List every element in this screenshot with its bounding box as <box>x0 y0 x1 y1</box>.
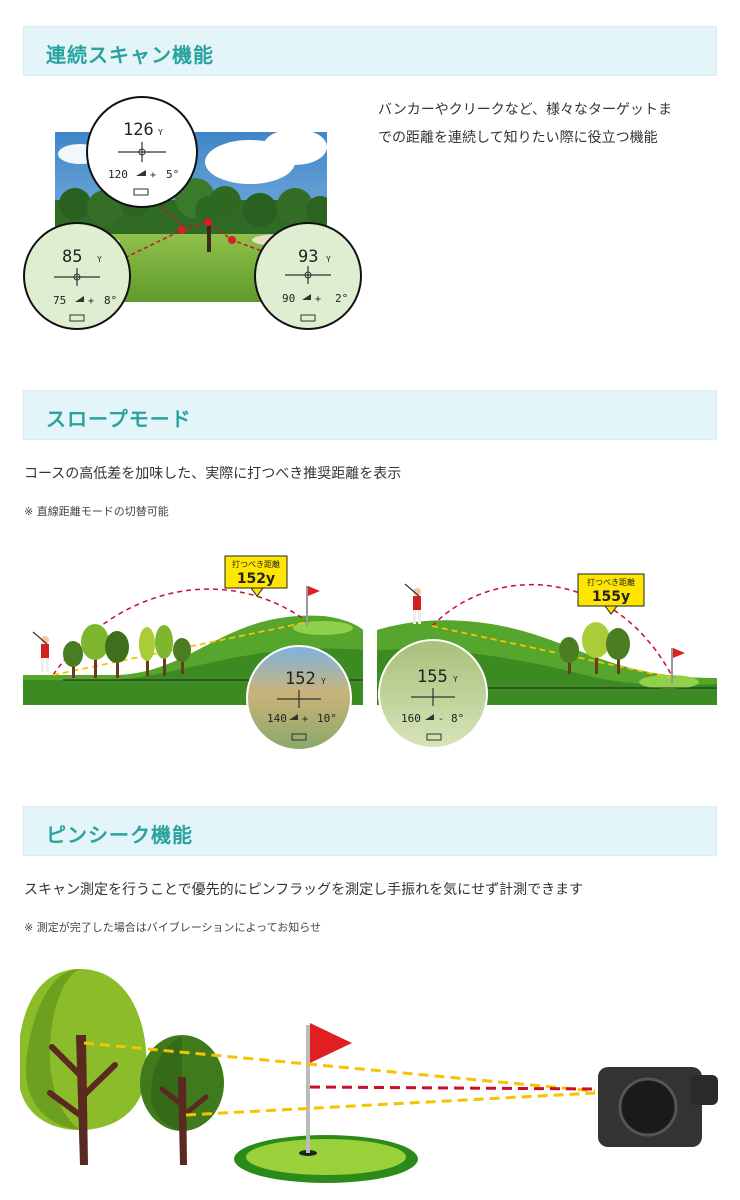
rangefinder-device-icon <box>598 1067 718 1147</box>
svg-text:160: 160 <box>401 712 421 725</box>
svg-text:Y: Y <box>158 128 163 137</box>
big-tree <box>20 969 147 1165</box>
flag-left <box>306 586 320 626</box>
svg-text:120: 120 <box>108 168 128 181</box>
svg-text:Y: Y <box>326 255 331 264</box>
svg-text:Y: Y <box>97 255 102 264</box>
section-header-scan: 連続スキャン機能 <box>23 26 717 76</box>
pinseek-description: スキャン測定を行うことで優先的にピンフラッグを測定し手振れを気にせず計測できます <box>24 882 584 898</box>
svg-text:+: + <box>315 294 321 305</box>
svg-text:90: 90 <box>282 292 295 305</box>
section-header-pinseek: ピンシーク機能 <box>23 806 717 856</box>
flag-right <box>671 648 685 684</box>
svg-text:8°: 8° <box>451 712 464 725</box>
callout-right: 打つべき距離 155y <box>577 573 645 615</box>
svg-text:155: 155 <box>417 667 448 687</box>
svg-text:+: + <box>150 170 156 181</box>
scope-slope-left: 152 Y 140 + 10° <box>246 645 352 751</box>
slope-description: コースの高低差を加味した、実際に打つべき推奨距離を表示 <box>24 466 402 482</box>
svg-text:-: - <box>438 714 444 725</box>
scan-illustration: 126 Y 120 + 5° 85 Y 75 + 8° 93 Y 90 + 2° <box>23 96 362 330</box>
pinseek-illustration <box>20 969 718 1183</box>
callout-left: 打つべき距離 152y <box>224 555 288 597</box>
svg-text:+: + <box>302 714 308 725</box>
golfer-right <box>404 583 421 624</box>
svg-text:75: 75 <box>53 294 66 307</box>
svg-text:152y: 152y <box>237 571 275 587</box>
green <box>234 1135 418 1183</box>
svg-text:126: 126 <box>123 120 154 140</box>
svg-text:打つべき距離: 打つべき距離 <box>587 577 635 587</box>
slope-downhill-illustration: 打つべき距離 155y 155 Y 160 - 8° <box>377 573 717 749</box>
svg-text:93: 93 <box>298 247 318 267</box>
svg-text:10°: 10° <box>317 712 337 725</box>
slope-note: ※ 直線距離モードの切替可能 <box>24 505 169 518</box>
tree-group-left <box>63 624 191 678</box>
scope-right: 93 Y 90 + 2° <box>254 222 362 330</box>
svg-text:打つべき距離: 打つべき距離 <box>232 559 280 569</box>
scope-left: 85 Y 75 + 8° <box>23 222 131 330</box>
svg-text:8°: 8° <box>104 294 117 307</box>
small-tree <box>140 1035 224 1165</box>
pin-flag <box>306 1023 352 1153</box>
svg-text:Y: Y <box>321 677 326 686</box>
svg-text:+: + <box>88 296 94 307</box>
svg-text:2°: 2° <box>335 292 348 305</box>
svg-text:155y: 155y <box>592 589 630 605</box>
tree-group-right <box>559 622 630 674</box>
scope-top: 126 Y 120 + 5° <box>86 96 198 208</box>
svg-text:140: 140 <box>267 712 287 725</box>
section-title-scan: 連続スキャン機能 <box>46 43 214 67</box>
svg-text:5°: 5° <box>166 168 179 181</box>
svg-text:Y: Y <box>453 675 458 684</box>
section-title-pinseek: ピンシーク機能 <box>46 823 193 847</box>
svg-text:85: 85 <box>62 247 82 267</box>
section-header-slope: スロープモード <box>23 390 717 440</box>
golfer-left <box>32 631 49 672</box>
svg-text:152: 152 <box>285 669 316 689</box>
section-title-slope: スロープモード <box>46 407 192 431</box>
scan-description: バンカーやクリークなど、様々なターゲットま での距離を連続して知りたい際に役立つ… <box>378 102 672 146</box>
slope-uphill-illustration: 打つべき距離 152y 152 Y 140 + 10° <box>23 555 363 751</box>
pinseek-note: ※ 測定が完了した場合はバイブレーションによってお知らせ <box>24 921 322 934</box>
scope-slope-right: 155 Y 160 - 8° <box>378 639 488 749</box>
